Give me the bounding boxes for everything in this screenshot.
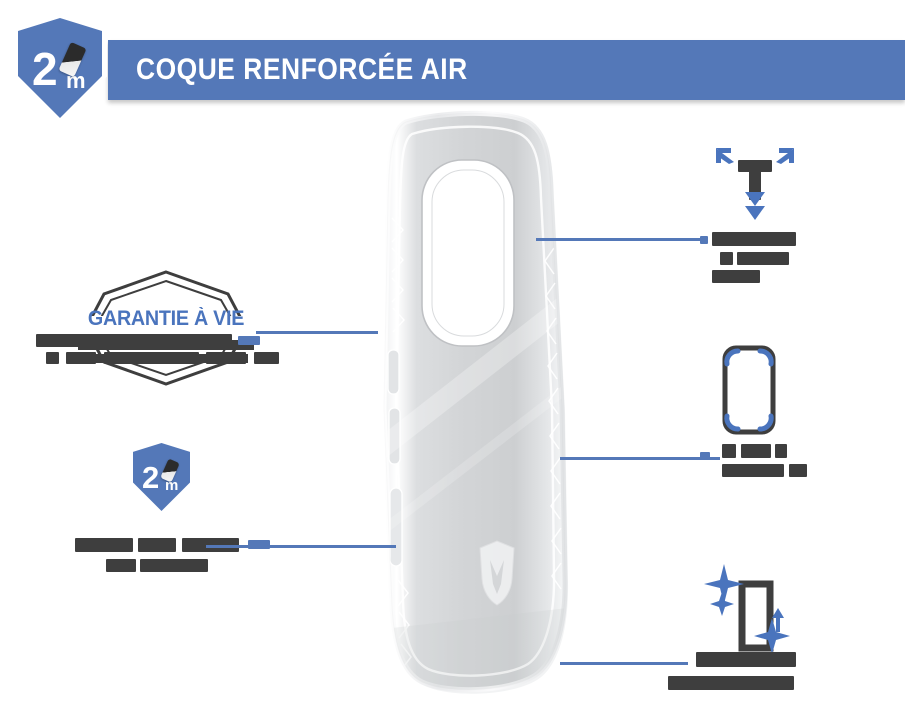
- brand-logo-on-case: [479, 540, 515, 606]
- lifetime-warranty-label: GARANTIE À VIE: [87, 307, 245, 330]
- shield-drop-height-number: 2: [32, 43, 58, 95]
- lifetime-warranty-badge: GARANTIE À VIE: [78, 268, 254, 388]
- drop-protection-badge: 2 m: [133, 443, 190, 511]
- product-alt-text: Clear reinforced phone case, back view w…: [0, 0, 1, 1]
- connector-line-drop: [206, 545, 396, 548]
- drop-height-number: 2: [142, 460, 160, 495]
- phone-reinforced-corners-icon: [716, 344, 782, 436]
- header-bar: COQUE RENFORCÉE AIR: [108, 40, 905, 100]
- product-image-phone-case: [348, 108, 583, 700]
- connector-line-corners: [560, 457, 720, 460]
- drop-height-unit: m: [165, 477, 179, 494]
- connector-line-clarity: [560, 662, 688, 665]
- header-drop-protection-badge: 2 m: [13, 14, 107, 122]
- sparkle-clarity-icon: [700, 556, 810, 660]
- connector-line-warranty: [256, 331, 378, 334]
- page-title: COQUE RENFORCÉE AIR: [136, 53, 468, 86]
- shock-absorption-icon: [700, 142, 820, 230]
- connector-line-shock: [536, 238, 708, 241]
